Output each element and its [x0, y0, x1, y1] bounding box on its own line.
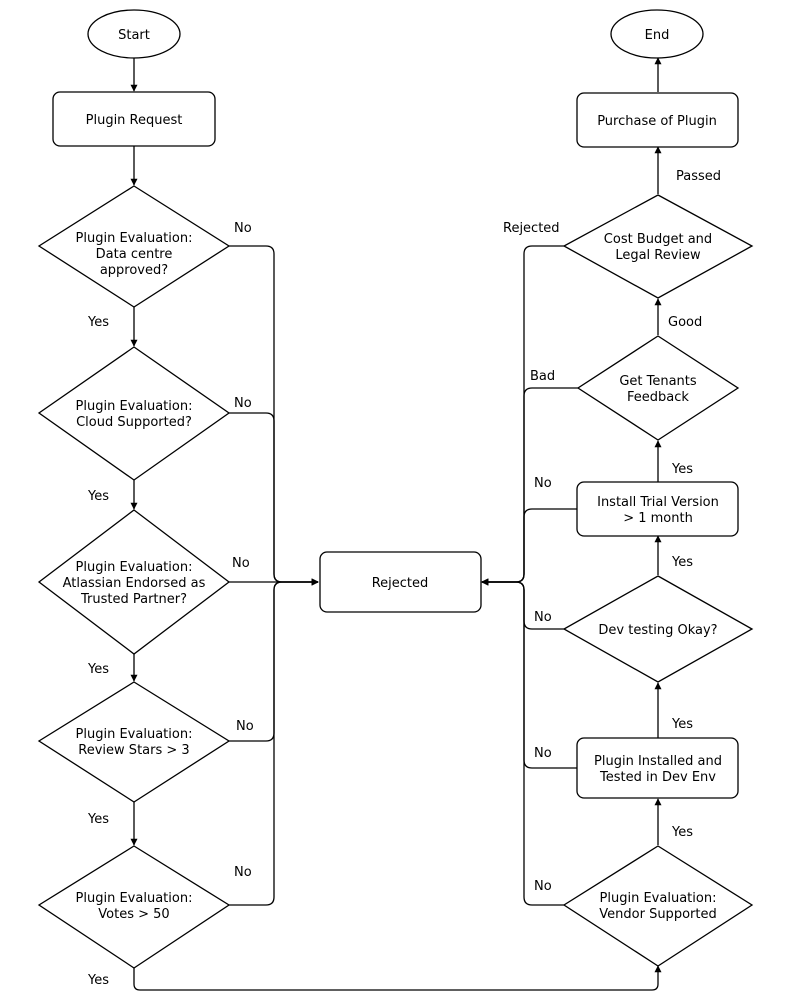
edge-installed-no	[481, 578, 577, 769]
label-datacentre-yes: Yes	[87, 315, 109, 330]
eval-stars-node[interactable]: Plugin Evaluation:Review Stars > 3	[37, 681, 231, 803]
node-label-line: Plugin Evaluation:	[76, 231, 193, 246]
install-trial-node[interactable]: Install Trial Version> 1 month	[576, 481, 739, 537]
label-installed-yes: Yes	[671, 717, 693, 732]
label-dev-no: No	[534, 610, 552, 625]
edge-votes-no	[229, 578, 319, 906]
dev-testing-node[interactable]: Dev testing Okay?	[562, 575, 754, 683]
plugin-request-label: Plugin Request	[86, 113, 183, 128]
label-installed-no: No	[534, 746, 552, 761]
edge-vendor-no	[481, 578, 564, 906]
node-label-line: Vendor Supported	[599, 907, 716, 922]
plugin-request-node[interactable]: Plugin Request	[52, 91, 216, 147]
nodes: Start Plugin Request Plugin Evaluation:D…	[37, 9, 754, 969]
edge-cost-rejected	[481, 245, 564, 586]
node-label-line: Plugin Evaluation:	[76, 891, 193, 906]
eval-stars-label: Plugin Evaluation:Review Stars > 3	[76, 727, 193, 758]
node-label-line: Feedback	[627, 390, 689, 405]
eval-votes-label: Plugin Evaluation:Votes > 50	[76, 891, 193, 922]
edge-votes-yes	[133, 965, 662, 991]
rejected-node[interactable]: Rejected	[319, 551, 482, 613]
label-vendor-yes: Yes	[671, 825, 693, 840]
eval-vendor-label: Plugin Evaluation:Vendor Supported	[599, 891, 716, 922]
label-stars-yes: Yes	[87, 812, 109, 827]
label-tenants-good: Good	[668, 315, 702, 330]
end-label: End	[645, 28, 670, 43]
label-stars-no: No	[236, 719, 254, 734]
label-cost-passed: Passed	[676, 169, 721, 184]
edge-trial-no	[481, 508, 577, 586]
node-label-line: Plugin Evaluation:	[76, 727, 193, 742]
node-label-line: Atlassian Endorsed as	[63, 576, 206, 591]
node-label-line: Dev testing Okay?	[598, 623, 717, 638]
edges	[130, 57, 662, 991]
label-trial-no: No	[534, 476, 552, 491]
eval-vendor-node[interactable]: Plugin Evaluation:Vendor Supported	[562, 845, 754, 967]
label-cloud-yes: Yes	[87, 489, 109, 504]
node-label-line: Get Tenants	[619, 374, 697, 389]
dev-testing-label: Dev testing Okay?	[598, 623, 717, 638]
label-votes-no: No	[234, 865, 252, 880]
edge-labels: Yes No Yes No Yes No Yes No Yes No Yes N…	[87, 169, 721, 988]
rejected-label: Rejected	[372, 576, 429, 591]
label-dev-yes: Yes	[671, 555, 693, 570]
install-trial-label: Install Trial Version> 1 month	[597, 495, 719, 526]
label-cloud-no: No	[234, 396, 252, 411]
node-label-line: Data centre	[96, 247, 173, 262]
node-label-line: Plugin Evaluation:	[76, 399, 193, 414]
purchase-node[interactable]: Purchase of Plugin	[576, 92, 739, 148]
node-label-line: Plugin Installed and	[594, 754, 722, 769]
node-label-line: Install Trial Version	[597, 495, 719, 510]
node-label-line: > 1 month	[623, 511, 693, 526]
edge-dev-no	[481, 578, 564, 630]
eval-votes-node[interactable]: Plugin Evaluation:Votes > 50	[37, 845, 231, 969]
label-datacentre-no: No	[234, 221, 252, 236]
label-votes-yes: Yes	[87, 973, 109, 988]
eval-cloud-node[interactable]: Plugin Evaluation:Cloud Supported?	[37, 346, 231, 481]
label-atlassian-yes: Yes	[87, 662, 109, 677]
start-label: Start	[118, 28, 150, 43]
label-cost-rejected: Rejected	[503, 221, 560, 236]
edge-tenants-bad	[481, 387, 578, 586]
label-tenants-bad: Bad	[530, 369, 555, 384]
node-label-line: Review Stars > 3	[78, 743, 189, 758]
label-trial-yes: Yes	[671, 462, 693, 477]
label-vendor-no: No	[534, 879, 552, 894]
node-label-line: Legal Review	[615, 248, 701, 263]
node-label-line: Votes > 50	[98, 907, 169, 922]
node-label-line: Plugin Evaluation:	[600, 891, 717, 906]
purchase-label: Purchase of Plugin	[597, 114, 717, 129]
node-label-line: approved?	[100, 263, 168, 278]
start-node[interactable]: Start	[87, 9, 181, 59]
eval-cloud-label: Plugin Evaluation:Cloud Supported?	[76, 399, 193, 430]
node-label-line: Trusted Partner?	[80, 592, 187, 607]
end-node[interactable]: End	[610, 9, 704, 59]
label-atlassian-no: No	[232, 556, 250, 571]
node-label-line: Tested in Dev Env	[599, 770, 716, 785]
node-label-line: Plugin Evaluation:	[76, 560, 193, 575]
node-label-line: Cloud Supported?	[76, 415, 192, 430]
node-label-line: Cost Budget and	[604, 232, 712, 247]
